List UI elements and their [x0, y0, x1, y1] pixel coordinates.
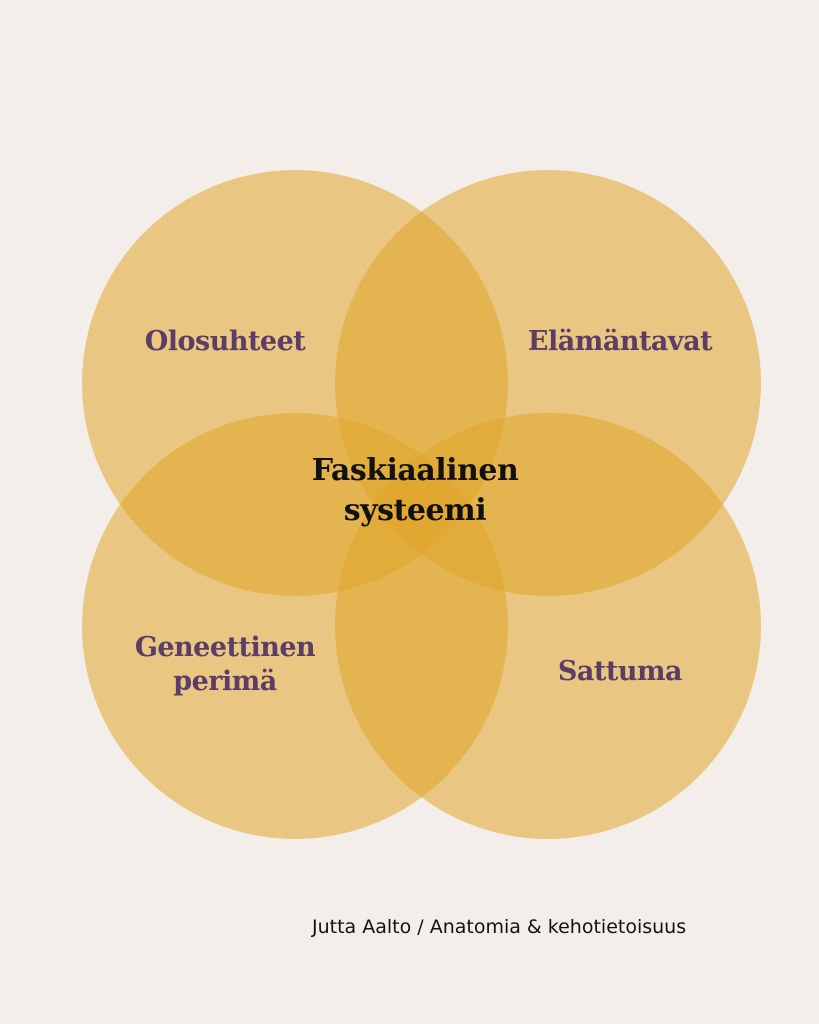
center-line: Faskiaalinen	[311, 453, 519, 488]
label-sattuma: Sattuma	[557, 656, 683, 687]
label-line: perimä	[173, 666, 277, 697]
center-line: systeemi	[343, 493, 487, 528]
label-geneettinen-perima: Geneettinen perimä	[110, 631, 340, 699]
circle-sattuma	[335, 413, 761, 839]
label-elamantavat: Elämäntavat	[527, 326, 713, 357]
label-olosuhteet: Olosuhteet	[144, 326, 306, 357]
center-label: Faskiaalinen systeemi	[290, 451, 540, 531]
credit-text: Jutta Aalto / Anatomia & kehotietoisuus	[312, 916, 687, 938]
label-line: Geneettinen	[134, 632, 316, 663]
